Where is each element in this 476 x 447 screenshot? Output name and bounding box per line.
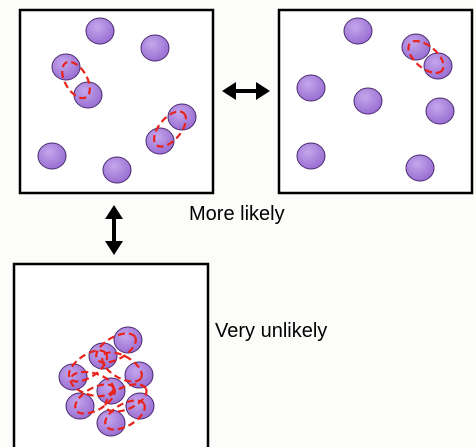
particle — [124, 361, 154, 389]
interaction-ring — [101, 351, 143, 383]
particle — [353, 87, 383, 115]
panel-top-left-particles — [37, 17, 197, 184]
double-headed-arrow-vertical-icon — [105, 205, 123, 255]
particle — [423, 52, 453, 80]
particle — [296, 74, 326, 102]
particle — [167, 103, 197, 131]
particle — [401, 33, 431, 61]
particle — [145, 127, 175, 155]
particle — [37, 142, 67, 170]
particle — [425, 97, 455, 125]
interaction-ring — [104, 383, 148, 413]
particle — [65, 392, 95, 420]
interaction-ring — [95, 332, 137, 364]
particle — [73, 81, 103, 109]
panel-top-right-particles — [296, 17, 455, 182]
interaction-ring — [74, 383, 116, 415]
double-headed-arrow-horizontal-icon — [222, 82, 270, 100]
particle — [51, 53, 81, 81]
interaction-ring — [407, 39, 445, 75]
particle — [405, 154, 435, 182]
more-likely-label: More likely — [189, 203, 285, 225]
particle — [113, 326, 143, 354]
particle — [85, 17, 115, 45]
particle — [140, 34, 170, 62]
particle — [102, 156, 132, 184]
particle — [343, 17, 373, 45]
very-unlikely-label: Very unlikely — [215, 320, 328, 342]
particle — [125, 392, 155, 420]
particle — [296, 142, 326, 170]
particle — [96, 409, 126, 437]
interaction-ring — [152, 110, 188, 148]
interaction-ring — [61, 60, 91, 100]
interaction-ring — [104, 399, 146, 431]
interaction-ring — [69, 370, 115, 398]
panel-bottom-particles — [58, 326, 155, 437]
